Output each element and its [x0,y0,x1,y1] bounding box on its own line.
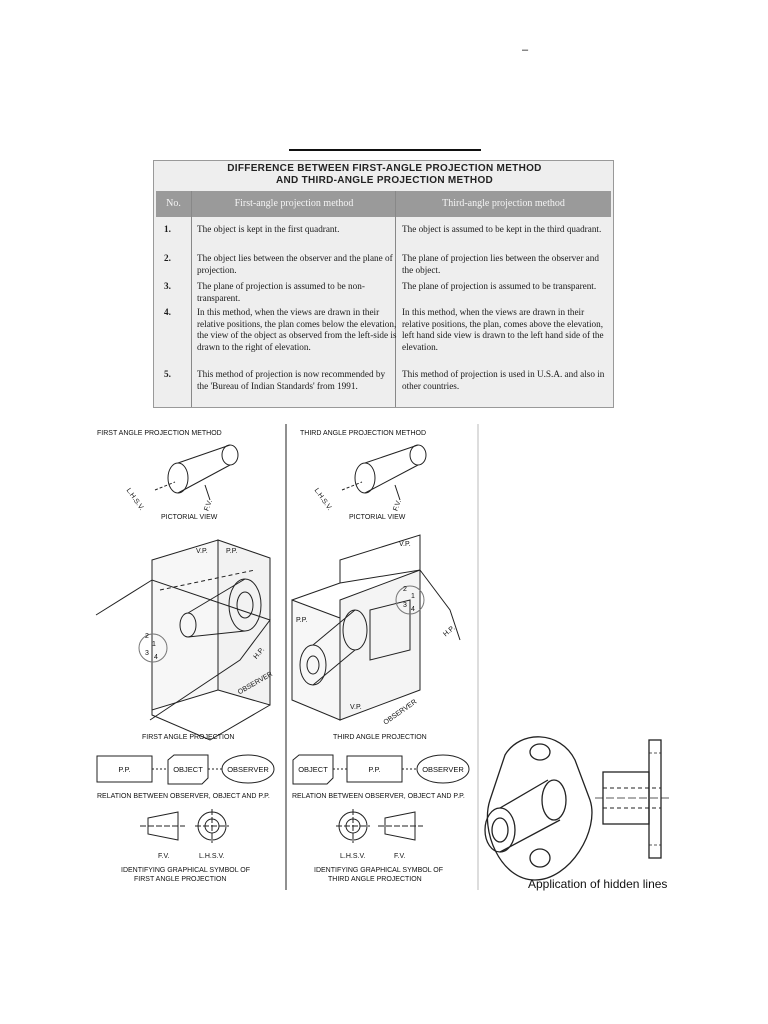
third-angle-cell: In this method, when the views are drawn… [402,307,604,352]
third-quadrant-2: 2 [403,586,407,593]
header-first-angle: First-angle projection method [234,198,354,209]
first-symbol-lhsv: L.H.S.V. [199,853,225,860]
row-number: 1. [164,224,171,234]
third-observer-box-label: OBSERVER [422,765,464,774]
table-row: 3. The plane of projection is assumed to… [156,281,611,305]
table-title: DIFFERENCE BETWEEN FIRST-ANGLE PROJECTIO… [154,163,615,187]
table-row: 5. This method of projection is now reco… [156,369,611,405]
hidden-lines-caption: Application of hidden lines [528,877,668,891]
first-angle-symbol [140,809,229,843]
first-symbol-caption-1: IDENTIFYING GRAPHICAL SYMBOL OF [121,867,251,874]
first-quadrant-1: 1 [152,641,156,648]
first-pictorial-cone [154,444,239,501]
column-divider [191,191,192,407]
third-angle-cell: The plane of projection is assumed to be… [402,281,597,291]
third-object-box-label: OBJECT [298,765,328,774]
header-no: No. [166,198,181,209]
first-quadrant-3: 3 [145,650,149,657]
third-angle-cell: The object is assumed to be kept in the … [402,224,602,234]
third-angle-cell: This method of projection is used in U.S… [402,369,605,391]
third-symbol-caption-1: IDENTIFYING GRAPHICAL SYMBOL OF [314,867,444,874]
first-relation-caption: RELATION BETWEEN OBSERVER, OBJECT AND P.… [97,793,270,800]
third-pp-box-label: P.P. [368,765,381,774]
first-vp-label: V.P. [196,548,208,555]
first-observer-ellipse [221,754,275,784]
row-number: 2. [164,253,171,263]
header-third-angle: Third-angle projection method [442,198,565,209]
table-title-line2: AND THIRD-ANGLE PROJECTION METHOD [275,175,494,186]
third-quadrant-3: 3 [403,602,407,609]
third-pictorial-cone [341,444,427,501]
first-object-box [167,754,209,785]
row-number: 5. [164,369,171,379]
first-angle-cell: This method of projection is now recomme… [197,369,386,391]
flanged-part-pictorial [484,736,593,881]
third-angle-symbol [336,809,423,843]
third-projection-caption: THIRD ANGLE PROJECTION [333,734,427,741]
first-symbol-caption-2: FIRST ANGLE PROJECTION [134,876,227,883]
first-angle-cell: The object is kept in the first quadrant… [197,224,340,234]
first-object-box-label: OBJECT [173,765,203,774]
flanged-part-orthographic [595,739,672,859]
top-mark: – [522,44,529,56]
row-number: 3. [164,281,171,291]
table-title-line1: DIFFERENCE BETWEEN FIRST-ANGLE PROJECTIO… [227,163,542,174]
first-projection-caption: FIRST ANGLE PROJECTION [142,734,235,741]
table-row: 2. The object lies between the observer … [156,253,611,277]
first-angle-cell: The object lies between the observer and… [197,253,393,275]
third-object-box [292,754,334,785]
first-pictorial-label: PICTORIAL VIEW [161,514,218,521]
third-relation-caption: RELATION BETWEEN OBSERVER, OBJECT AND P.… [292,793,465,800]
first-angle-heading: FIRST ANGLE PROJECTION METHOD [97,430,222,437]
first-pp-label: P.P. [226,548,238,555]
third-pictorial-label: PICTORIAL VIEW [349,514,406,521]
third-quadrant-1: 1 [411,593,415,600]
third-vp-bottom-label: V.P. [350,704,362,711]
third-vp-top-label: V.P. [399,541,411,548]
first-angle-cell: In this method, when the views are drawn… [197,307,397,352]
third-angle-cell: The plane of projection lies between the… [402,253,599,275]
first-symbol-fv: F.V. [158,853,170,860]
first-observer-box-label: OBSERVER [227,765,269,774]
table-row: 1. The object is kept in the first quadr… [156,224,611,248]
section-rule [289,149,481,151]
first-angle-box [95,539,271,741]
third-symbol-fv: F.V. [394,853,406,860]
comparison-table: DIFFERENCE BETWEEN FIRST-ANGLE PROJECTIO… [153,160,614,408]
third-symbol-lhsv: L.H.S.V. [340,853,366,860]
third-pp-label: P.P. [296,617,308,624]
column-divider [395,191,396,407]
third-quadrant-4: 4 [411,606,415,613]
third-angle-heading: THIRD ANGLE PROJECTION METHOD [300,430,427,437]
first-pp-box-label: P.P. [118,765,131,774]
third-angle-box [291,534,461,721]
table-row: 4. In this method, when the views are dr… [156,307,611,367]
third-symbol-caption-2: THIRD ANGLE PROJECTION [328,876,422,883]
first-quadrant-4: 4 [154,654,158,661]
first-angle-cell: The plane of projection is assumed to be… [197,281,365,303]
third-observer-ellipse [416,754,470,784]
row-number: 4. [164,307,171,317]
first-quadrant-2: 2 [145,633,149,640]
table-header-row: No. First-angle projection method Third-… [156,191,611,217]
